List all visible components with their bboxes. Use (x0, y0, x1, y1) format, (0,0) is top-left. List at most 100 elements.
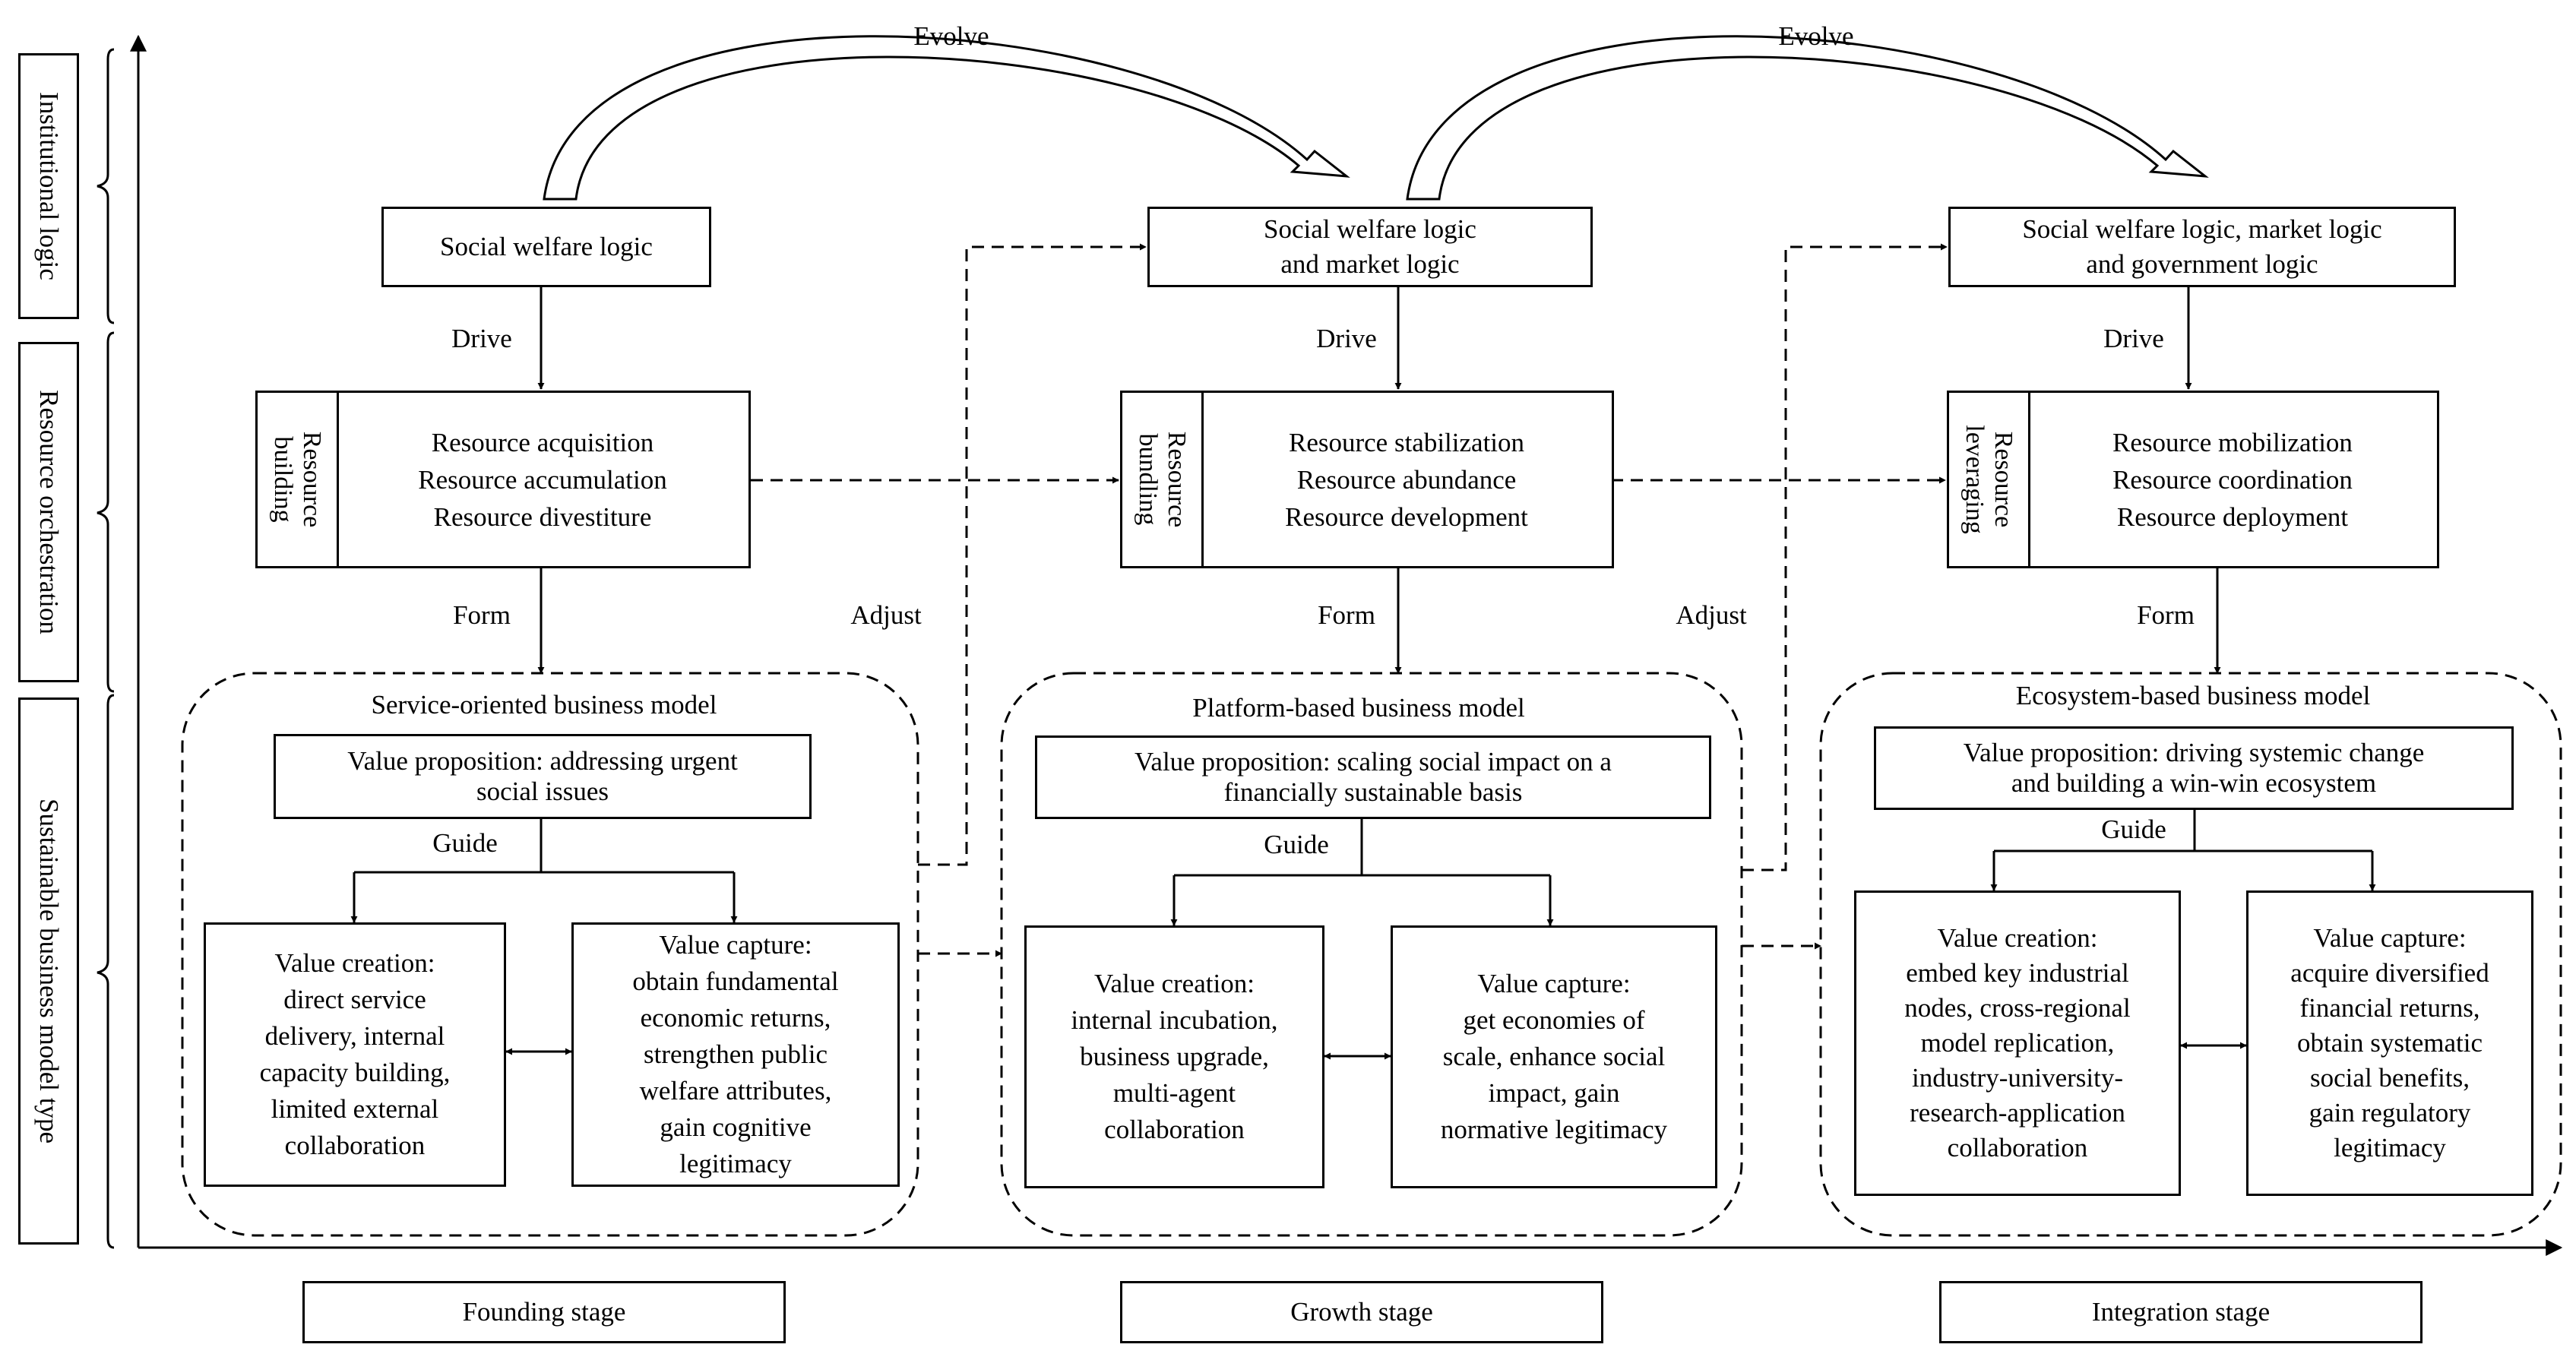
logic-line: and market logic (1280, 249, 1460, 279)
value-proposition-line: financially sustainable basis (1223, 777, 1523, 807)
drive-label-2: Drive (1316, 324, 1377, 353)
row-label-sustainable-business-model-type: Sustainable business model type (18, 697, 79, 1245)
value-capture-line: strengthen public (643, 1039, 828, 1069)
guide-tree-3 (1990, 809, 2376, 891)
value-proposition-founding: Value proposition: addressing urgent soc… (274, 734, 812, 819)
resource-items: Resource mobilization Resource coordinat… (2028, 393, 2437, 566)
evolve-label-1: Evolve (913, 21, 989, 51)
value-capture-line: normative legitimacy (1440, 1115, 1668, 1144)
resource-item: Resource accumulation (418, 464, 667, 495)
resource-item: Resource abundance (1296, 464, 1517, 495)
resource-side-label: Resource building (258, 393, 339, 566)
value-creation-line: research-application (1910, 1098, 2125, 1128)
brace-resource (97, 331, 115, 693)
value-capture-line: Value capture: (659, 930, 812, 960)
value-capture-line: acquire diversified (2290, 958, 2489, 988)
stage-label-growth: Growth stage (1120, 1281, 1603, 1343)
model-title-founding: Service-oriented business model (371, 690, 717, 720)
value-capture-line: legitimacy (679, 1149, 792, 1178)
value-capture-growth: Value capture: get economies of scale, e… (1391, 925, 1717, 1188)
logic-line: Social welfare logic (440, 232, 653, 261)
guide-label-1: Guide (432, 828, 498, 858)
row-label-text: Resource orchestration (34, 390, 64, 634)
value-capture-line: gain cognitive (660, 1112, 812, 1142)
logic-line: Social welfare logic (1264, 214, 1476, 244)
brace-business-model (97, 694, 115, 1249)
resource-side-label: Resource leveraging (1949, 393, 2030, 566)
adjust-label-1: Adjust (850, 600, 922, 630)
guide-tree-2 (1170, 819, 1554, 926)
logic-line: and government logic (2086, 249, 2318, 279)
value-creation-line: collaboration (1104, 1115, 1245, 1144)
value-capture-integration: Value capture: acquire diversified finan… (2246, 890, 2533, 1196)
value-creation-line: industry-university- (1911, 1063, 2123, 1093)
resource-item: Resource stabilization (1288, 427, 1525, 457)
value-creation-line: Value creation: (274, 948, 435, 978)
value-capture-line: welfare attributes, (639, 1076, 832, 1106)
value-proposition-integration: Value proposition: driving systemic chan… (1874, 726, 2514, 810)
resource-item: Resource development (1285, 501, 1528, 532)
drive-label-1: Drive (451, 324, 512, 353)
value-proposition-line: Value proposition: addressing urgent (347, 746, 738, 776)
value-creation-line: embed key industrial (1906, 958, 2129, 988)
model-container-2 (1000, 672, 1743, 1237)
value-capture-line: economic returns, (640, 1003, 831, 1033)
value-creation-line: Value creation: (1094, 969, 1255, 998)
evolve-arrow-1 (543, 35, 1350, 201)
value-creation-line: delivery, internal (264, 1021, 445, 1051)
stage-label-text: Founding stage (462, 1297, 626, 1327)
value-proposition-line: social issues (476, 777, 609, 806)
evolve-label-2: Evolve (1778, 21, 1854, 51)
resource-side-text: Resource leveraging (1960, 425, 2017, 534)
evolve-arrow-2 (1406, 35, 2209, 201)
value-proposition-growth: Value proposition: scaling social impact… (1035, 735, 1711, 819)
value-creation-line: collaboration (284, 1131, 426, 1160)
adjust-path-1 (918, 243, 1147, 866)
value-creation-line: limited external (271, 1094, 439, 1124)
row-label-resource-orchestration: Resource orchestration (18, 342, 79, 682)
value-capture-line: get economies of (1463, 1005, 1645, 1035)
model-title-integration: Ecosystem-based business model (2015, 681, 2371, 710)
value-capture-line: obtain systematic (2297, 1028, 2483, 1058)
value-creation-line: collaboration (1947, 1133, 2088, 1162)
guide-label-3: Guide (2101, 815, 2166, 844)
resource-side-label: Resource bundling (1122, 393, 1204, 566)
value-capture-line: Value capture: (2313, 923, 2467, 953)
value-creation-line: internal incubation, (1071, 1005, 1278, 1035)
row-label-institutional-logic: Institutional logic (18, 53, 79, 319)
brace-institutional (97, 48, 115, 324)
logic-box-integration: Social welfare logic, market logic and g… (1948, 207, 2456, 287)
value-creation-founding: Value creation: direct service delivery,… (204, 922, 506, 1187)
logic-line: Social welfare logic, market logic (2022, 214, 2382, 244)
value-creation-line: nodes, cross-regional (1904, 993, 2131, 1023)
adjust-path-2 (1742, 243, 1948, 871)
value-creation-line: Value creation: (1937, 923, 2098, 953)
value-capture-line: gain regulatory (2309, 1098, 2471, 1128)
resource-item: Resource mobilization (2112, 427, 2353, 457)
value-creation-line: business upgrade, (1080, 1042, 1269, 1071)
value-capture-line: financial returns, (2299, 993, 2480, 1023)
stage-label-integration: Integration stage (1939, 1281, 2423, 1343)
guide-label-2: Guide (1264, 830, 1329, 859)
value-capture-line: scale, enhance social (1442, 1042, 1666, 1071)
resource-item: Resource acquisition (431, 427, 654, 457)
logic-box-growth: Social welfare logic and market logic (1147, 207, 1593, 287)
guide-tree-1 (350, 819, 738, 923)
model-container-1 (181, 672, 919, 1237)
value-capture-line: social benefits, (2310, 1063, 2470, 1093)
resource-items: Resource acquisition Resource accumulati… (337, 393, 748, 566)
value-capture-line: Value capture: (1477, 969, 1631, 998)
adjust-label-2: Adjust (1676, 600, 1747, 630)
model-title-growth: Platform-based business model (1192, 693, 1525, 723)
value-capture-founding: Value capture: obtain fundamental econom… (571, 922, 900, 1187)
value-proposition-line: Value proposition: scaling social impact… (1135, 747, 1612, 777)
value-creation-line: direct service (283, 985, 426, 1014)
model-container-3 (1819, 672, 2562, 1237)
logic-box-founding: Social welfare logic (381, 207, 711, 287)
form-label-3: Form (2137, 600, 2195, 630)
value-proposition-line: Value proposition: driving systemic chan… (1963, 738, 2425, 767)
stage-label-founding: Founding stage (302, 1281, 786, 1343)
resource-box-integration: Resource leveraging Resource mobilizatio… (1947, 391, 2439, 568)
form-label-1: Form (453, 600, 511, 630)
